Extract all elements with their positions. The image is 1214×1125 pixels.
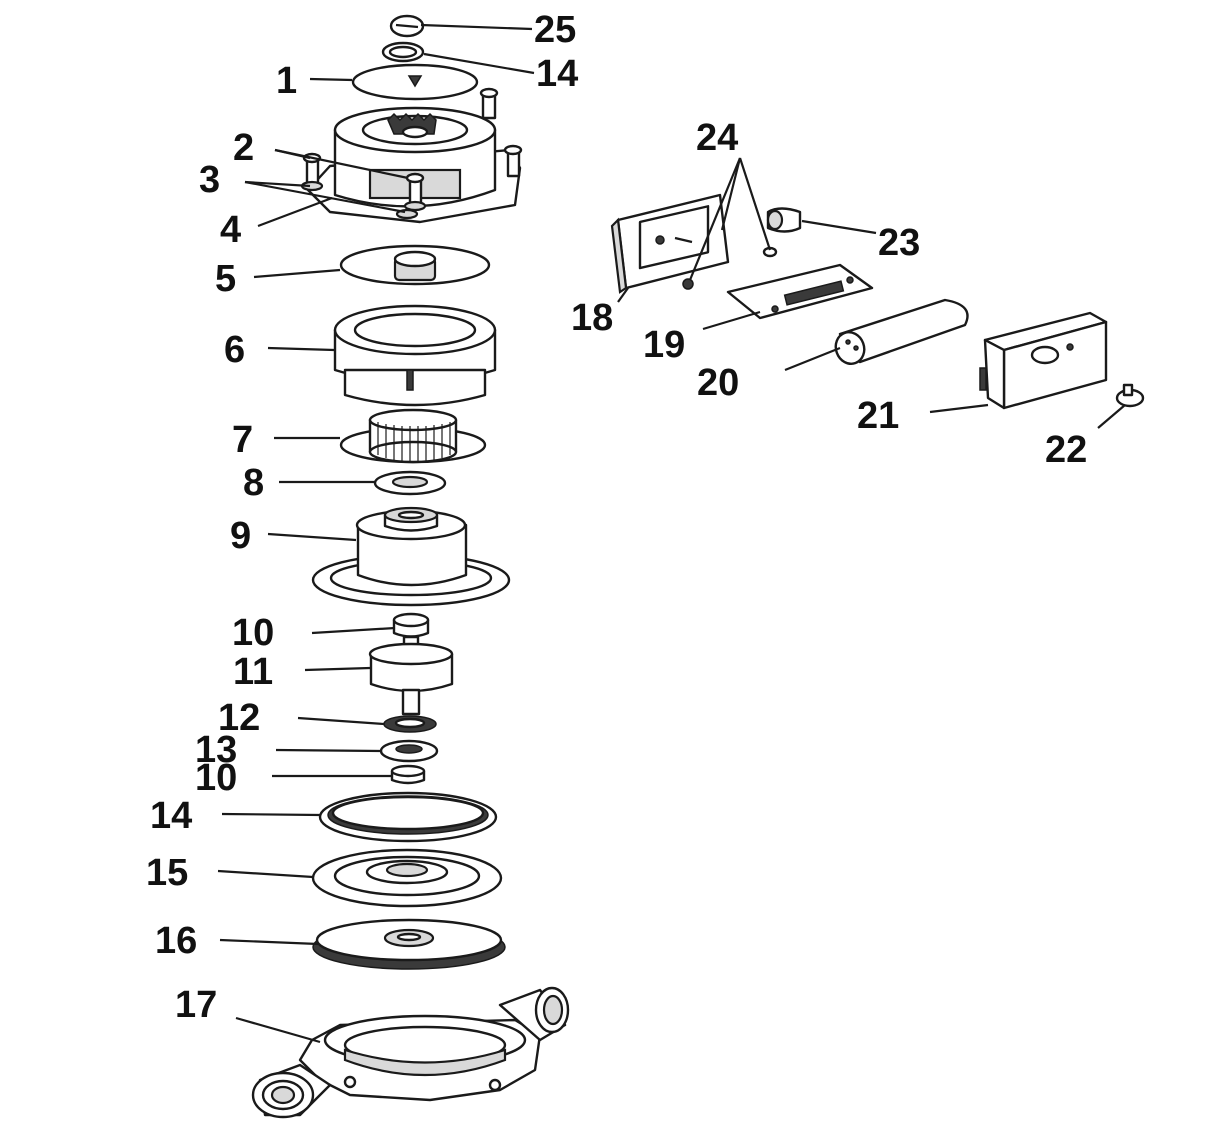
label-13: 13 xyxy=(195,729,237,771)
label-18: 18 xyxy=(571,297,613,339)
part-9-rotor-can xyxy=(311,506,511,607)
part-17-pump-body xyxy=(251,986,570,1119)
label-15: 15 xyxy=(146,852,188,894)
label-6: 6 xyxy=(224,329,245,371)
label-23: 23 xyxy=(878,222,920,264)
label-14-bottom: 14 xyxy=(150,795,192,837)
label-14-top: 14 xyxy=(536,53,578,95)
part-14-top-o-ring xyxy=(381,41,425,63)
part-19-circuit-board xyxy=(726,263,874,320)
part-7-bearing-flange xyxy=(339,408,487,464)
label-10-bottom: 10 xyxy=(195,757,237,799)
part-3-washers xyxy=(300,180,427,220)
label-10-top: 10 xyxy=(232,612,274,654)
part-10-bottom-bushing xyxy=(390,764,426,785)
label-4: 4 xyxy=(220,209,241,251)
label-17: 17 xyxy=(175,984,217,1026)
leader-lines xyxy=(217,23,1126,1044)
part-number-labels: 25 14 1 2 3 4 5 6 7 8 9 10 11 12 13 10 1… xyxy=(146,9,1087,1026)
label-25: 25 xyxy=(534,9,576,51)
part-15-wear-plate xyxy=(311,848,503,908)
part-14-bottom-o-ring xyxy=(318,791,498,843)
part-6-stator-sleeve xyxy=(333,304,497,407)
label-7: 7 xyxy=(232,419,253,461)
part-8-washer xyxy=(373,470,447,496)
part-4-motor-housing xyxy=(300,87,523,224)
label-11: 11 xyxy=(233,651,273,693)
label-22: 22 xyxy=(1045,429,1087,471)
part-20-capacitor xyxy=(834,298,969,365)
part-5-drive-disc xyxy=(339,244,491,286)
part-25-cap-screw xyxy=(389,14,425,38)
label-19: 19 xyxy=(643,324,685,366)
label-1: 1 xyxy=(276,60,297,102)
label-5: 5 xyxy=(215,258,236,300)
label-24: 24 xyxy=(696,117,738,159)
part-10-top-bushing xyxy=(392,612,430,638)
label-3: 3 xyxy=(199,159,220,201)
label-9: 9 xyxy=(230,515,251,557)
part-22-plug xyxy=(1115,383,1145,408)
part-12-lock-ring xyxy=(383,715,437,733)
part-1-top-plate xyxy=(351,63,479,101)
label-16: 16 xyxy=(155,920,197,962)
label-21: 21 xyxy=(857,395,899,437)
part-11-rotor xyxy=(368,635,454,716)
label-20: 20 xyxy=(697,362,739,404)
part-18-terminal-box xyxy=(610,193,730,294)
label-8: 8 xyxy=(243,462,264,504)
label-12: 12 xyxy=(218,697,260,739)
part-16-impeller xyxy=(312,918,506,970)
part-21-control-box xyxy=(979,311,1108,410)
part-13-bearing-ring xyxy=(379,739,439,763)
label-2: 2 xyxy=(233,127,254,169)
bearing-needles xyxy=(377,422,451,461)
part-23-grommet xyxy=(762,207,802,258)
